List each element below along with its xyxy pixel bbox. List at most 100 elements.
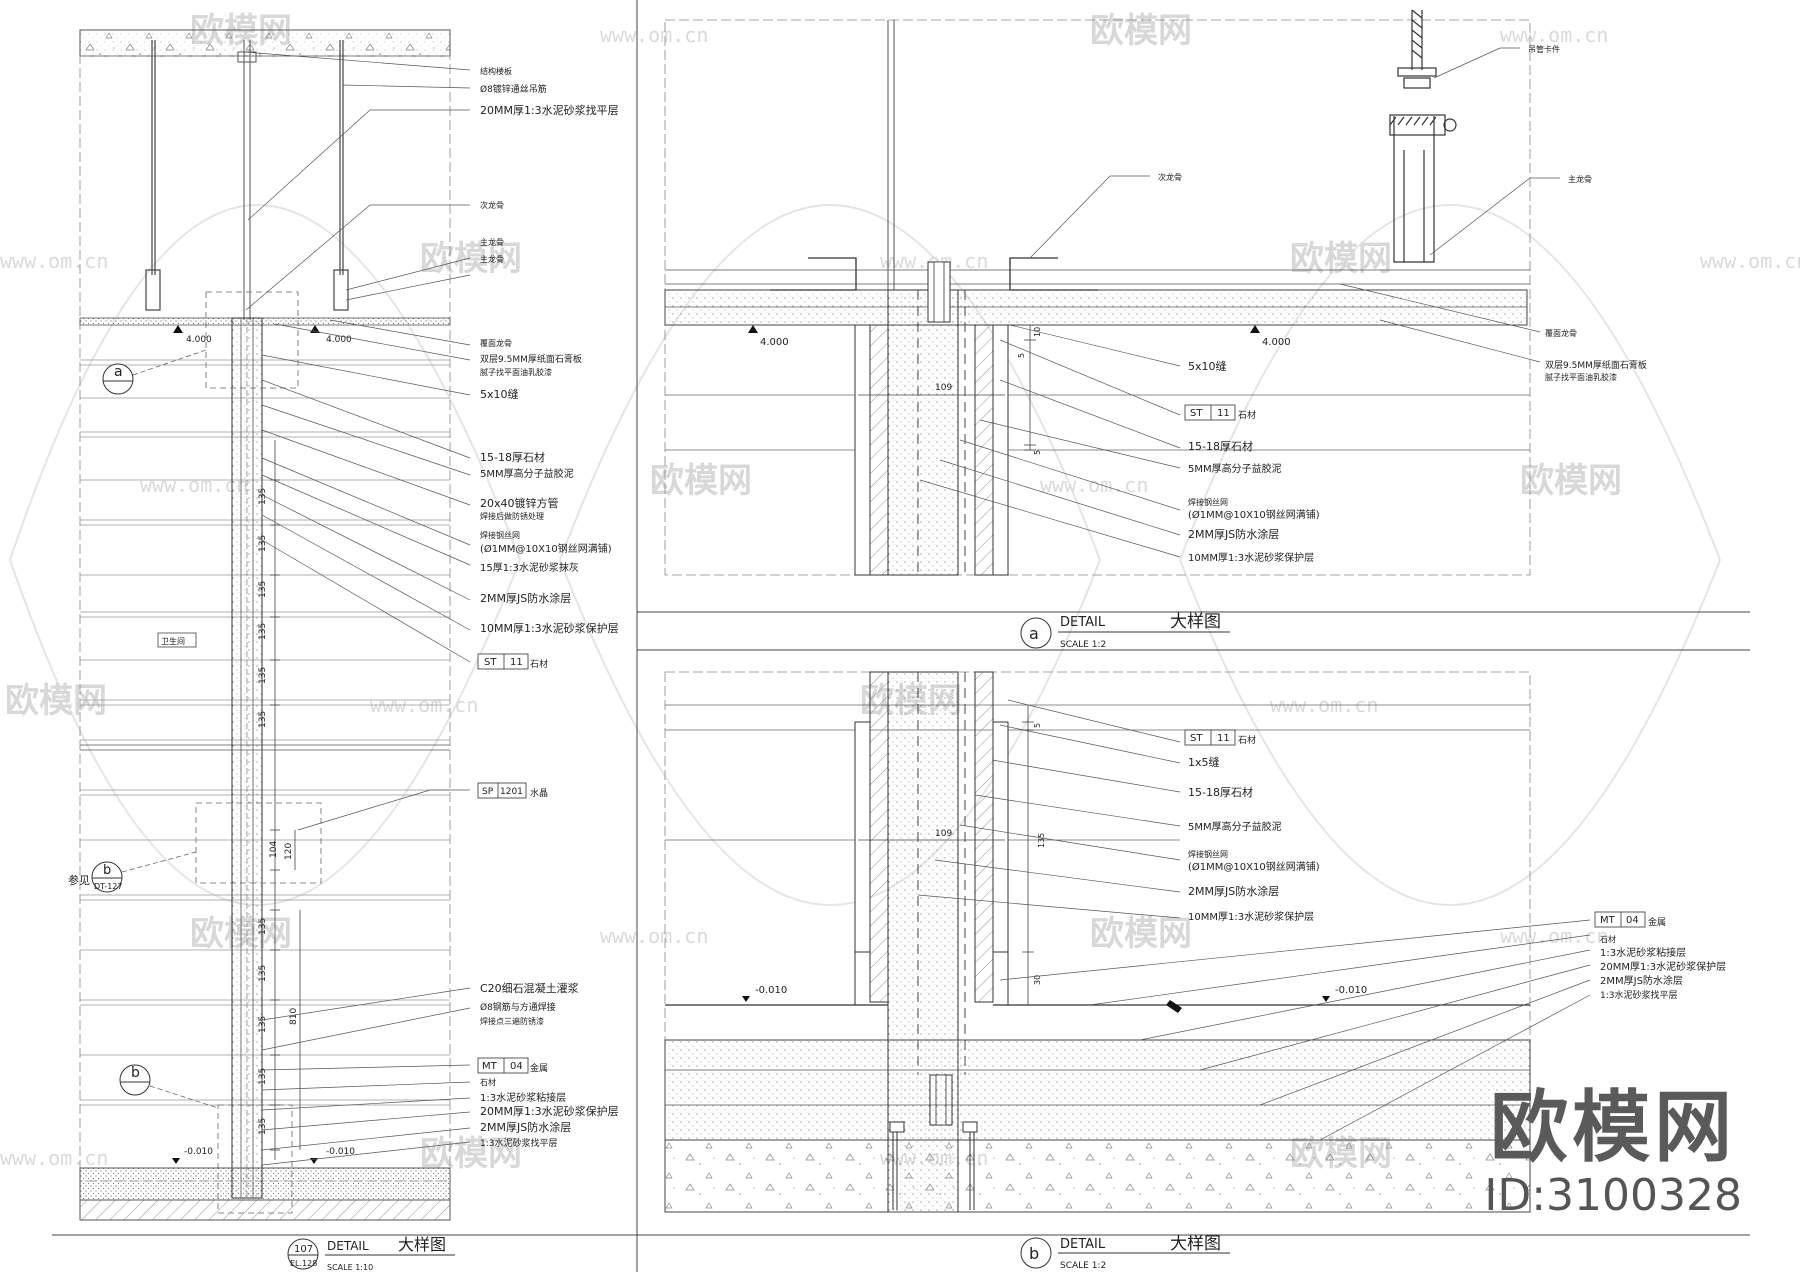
svg-text:双层9.5MM厚纸面石膏板: 双层9.5MM厚纸面石膏板 [1545,359,1647,371]
dimension-text: 135 [258,488,268,505]
dimension-text: 135 [258,1118,268,1135]
watermark-text: 欧模网 [1090,11,1192,51]
svg-text:2MM厚JS防水涂层: 2MM厚JS防水涂层 [1600,974,1683,987]
svg-text:大样图: 大样图 [1170,1234,1221,1254]
detail-b-title: b DETAIL 大样图 SCALE 1:2 [1020,1234,1230,1271]
watermark-text: 欧模网 [1520,461,1622,501]
material-tag-st: ST 11 石材 [1184,404,1256,421]
dimension-text: 109 [935,829,952,839]
svg-text:(Ø1MM@10X10钢丝网满铺): (Ø1MM@10X10钢丝网满铺) [1188,860,1320,873]
svg-text:15-18厚石材: 15-18厚石材 [1188,439,1253,453]
detail-a-title: a DETAIL 大样图 SCALE 1:2 [1020,612,1230,650]
svg-text:大样图: 大样图 [398,1235,446,1254]
watermark-text: 欧模网 [650,461,752,501]
dimension-text: 5 [1033,450,1042,455]
room-tag: 卫生间 [157,632,197,648]
material-tag-mt: MT 04 金属 [477,1057,548,1074]
svg-text:石材: 石材 [1238,734,1256,746]
partition-core [887,289,959,576]
svg-text:焊接钢丝网: 焊接钢丝网 [1188,849,1228,859]
callout-a[interactable]: a [102,349,207,395]
svg-text:双层9.5MM厚纸面石膏板: 双层9.5MM厚纸面石膏板 [480,353,582,365]
svg-text:SCALE 1:2: SCALE 1:2 [1060,1261,1106,1271]
svg-text:15厚1:3水泥砂浆抹灰: 15厚1:3水泥砂浆抹灰 [480,561,579,574]
svg-text:腻子找平面油乳胶漆: 腻子找平面油乳胶漆 [480,367,552,377]
svg-text:焊接点三遍防锈漆: 焊接点三遍防锈漆 [480,1016,544,1026]
svg-text:(Ø1MM@10X10钢丝网满铺): (Ø1MM@10X10钢丝网满铺) [1188,508,1320,521]
material-tag-st: ST 11 石材 [477,653,548,670]
left-title-block: 107 EL.128 DETAIL 大样图 SCALE 1:10 [287,1235,455,1272]
brand-name: 欧模网 [1490,1083,1737,1173]
svg-text:10MM厚1:3水泥砂浆保护层: 10MM厚1:3水泥砂浆保护层 [1188,551,1314,564]
svg-text:2MM厚JS防水涂层: 2MM厚JS防水涂层 [1188,527,1279,541]
svg-text:(Ø1MM@10X10钢丝网满铺): (Ø1MM@10X10钢丝网满铺) [480,542,612,555]
dimension-text: 810 [289,1008,299,1025]
svg-text:5x10缝: 5x10缝 [1188,359,1227,373]
elevation-text: 4.000 [760,337,789,348]
svg-text:水晶: 水晶 [530,787,548,799]
svg-text:04: 04 [1626,915,1639,926]
callout-b-reference[interactable]: b DT-127 参见 [68,851,197,893]
svg-text:MT: MT [1600,915,1616,926]
elevation-text: 4.000 [186,335,212,345]
watermark-url: www.om.cn [0,249,108,273]
elevation-text: -0.010 [326,1147,355,1157]
detail-b-labels: 1x5缝 15-18厚石材 5MM厚高分子益胶泥 焊接钢丝网 (Ø1MM@10X… [1188,755,1726,1001]
svg-text:石材: 石材 [1238,409,1256,421]
dimension-text: 5 [1033,723,1042,728]
svg-text:Ø8钢筋与方通焊接: Ø8钢筋与方通焊接 [480,1001,556,1013]
floor-screed [664,1039,1531,1141]
svg-text:1:3水泥砂浆找平层: 1:3水泥砂浆找平层 [480,1137,558,1149]
svg-text:1:3水泥砂浆粘接层: 1:3水泥砂浆粘接层 [1600,946,1686,959]
svg-text:C20细石混凝土灌浆: C20细石混凝土灌浆 [480,981,579,995]
watermark-url: www.om.cn [1500,23,1608,47]
svg-text:DETAIL: DETAIL [1060,615,1106,630]
svg-text:15-18厚石材: 15-18厚石材 [1188,785,1253,799]
svg-text:a: a [114,364,123,380]
brand-watermark-block: 欧模网 ID:3100328 [1484,1085,1742,1221]
gypsum-board [79,317,451,326]
svg-text:b: b [131,1065,140,1081]
svg-text:04: 04 [510,1061,523,1072]
svg-text:吊管卡件: 吊管卡件 [1528,44,1560,54]
svg-text:1x5缝: 1x5缝 [1188,755,1220,769]
svg-text:2MM厚JS防水涂层: 2MM厚JS防水涂层 [480,1120,571,1134]
svg-text:10MM厚1:3水泥砂浆保护层: 10MM厚1:3水泥砂浆保护层 [480,621,619,635]
svg-text:Ø8镀锌通丝吊筋: Ø8镀锌通丝吊筋 [480,83,547,95]
svg-text:20MM厚1:3水泥砂浆保护层: 20MM厚1:3水泥砂浆保护层 [480,1104,619,1118]
dimension-text: 109 [935,383,952,393]
svg-text:DT-127: DT-127 [94,882,122,891]
watermark-url: www.om.cn [0,1146,108,1170]
svg-text:5MM厚高分子益胶泥: 5MM厚高分子益胶泥 [480,467,574,480]
svg-text:a: a [1029,624,1039,643]
dimension-text: 135 [258,1016,268,1033]
svg-text:金属: 金属 [1648,916,1666,928]
material-tag-sp: SP 1201 水晶 [477,782,548,799]
svg-text:覆面龙骨: 覆面龙骨 [1545,328,1577,338]
svg-text:金属: 金属 [530,1062,548,1074]
svg-text:石材: 石材 [480,1077,496,1087]
svg-text:DETAIL: DETAIL [1060,1237,1106,1252]
elevation-text: 4.000 [326,335,352,345]
svg-text:ST: ST [1190,408,1203,419]
svg-text:11: 11 [510,657,523,668]
watermark-url: www.om.cn [1700,249,1800,273]
svg-text:SP: SP [482,787,494,797]
svg-text:覆面龙骨: 覆面龙骨 [480,338,512,348]
material-tag-st: ST 11 石材 [1184,729,1256,746]
dimension-text: 30 [1033,975,1042,985]
svg-text:2MM厚JS防水涂层: 2MM厚JS防水涂层 [1188,884,1279,898]
left-material-labels: 结构楼板 Ø8镀锌通丝吊筋 20MM厚1:3水泥砂浆找平层 次龙骨 主龙骨 主龙… [480,66,619,1149]
svg-text:主龙骨: 主龙骨 [1568,174,1592,184]
dimension-text: 135 [258,965,268,982]
callout-b[interactable]: b [119,1064,219,1109]
watermark-url: www.om.cn [1500,924,1608,948]
dimension-text: 135 [258,535,268,552]
model-id: ID:3100328 [1484,1170,1742,1221]
svg-text:石材: 石材 [530,658,548,670]
dimension-text: 120 [284,843,294,860]
dimension-text: 135 [258,581,268,598]
svg-text:焊接钢丝网: 焊接钢丝网 [1188,497,1228,507]
